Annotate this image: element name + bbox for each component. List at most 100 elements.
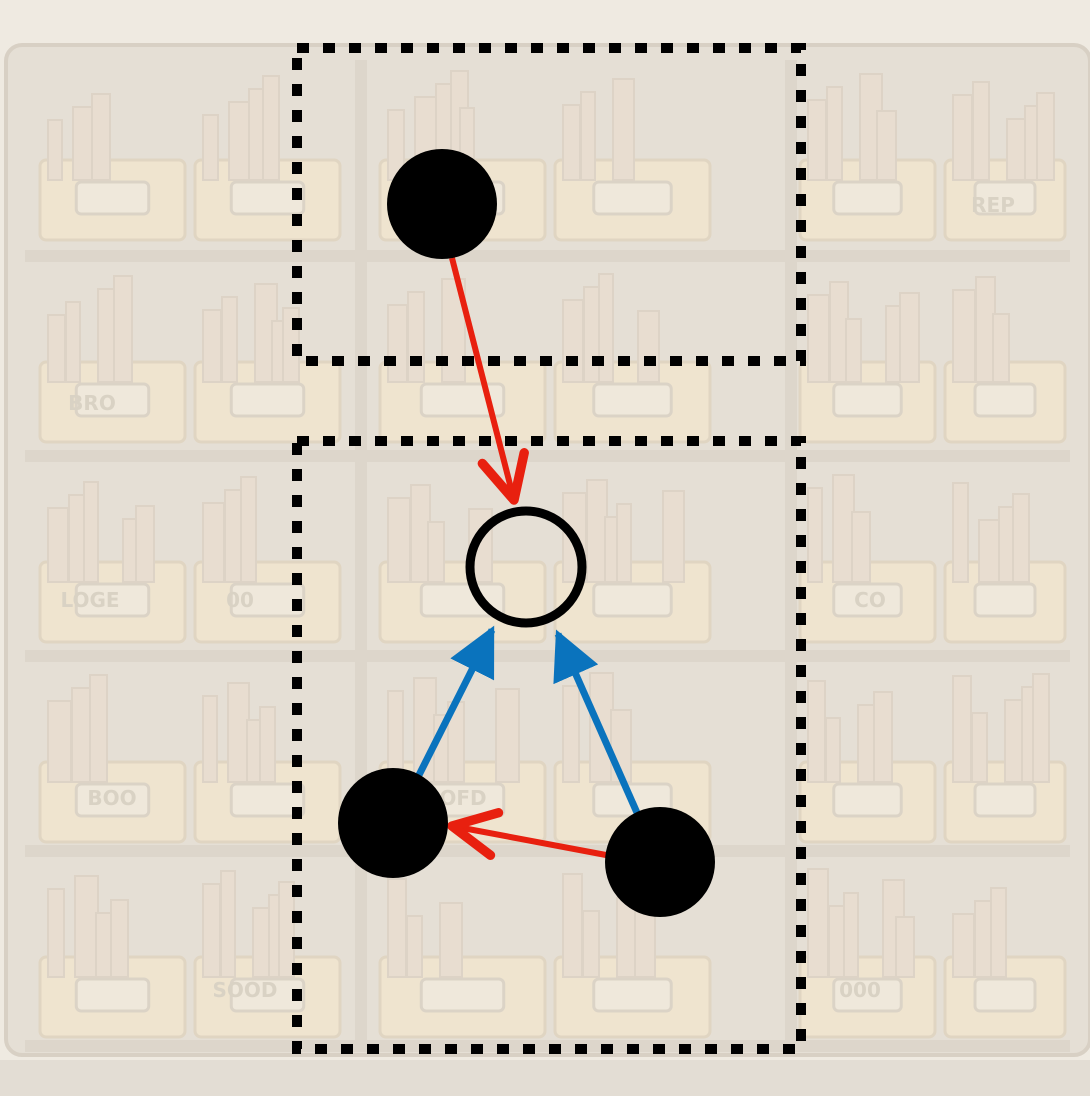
book-spine <box>1032 673 1050 783</box>
book-spine <box>990 887 1007 978</box>
book-spine <box>662 490 685 583</box>
edge-bottom-right-to-bottom-left <box>447 808 607 860</box>
bin-label-plate <box>229 582 306 618</box>
book-spine <box>562 873 583 978</box>
book-spine <box>228 101 252 181</box>
book-spine <box>845 318 862 383</box>
shelf-plank <box>25 650 1070 662</box>
book-spine <box>427 521 445 583</box>
book-spine <box>873 691 893 783</box>
bin-label-plate <box>832 582 903 618</box>
book-spine <box>851 511 871 583</box>
book-spine <box>72 106 95 181</box>
bin-label-plate <box>419 382 506 418</box>
book-spine <box>387 304 408 383</box>
book-spine <box>895 916 915 978</box>
node-middle <box>465 506 587 628</box>
bin-label-text: OFD <box>439 786 486 810</box>
shelf-plank <box>25 450 1070 462</box>
book-spine <box>202 883 221 978</box>
book-spine <box>992 313 1010 383</box>
book-spine <box>240 476 257 583</box>
bin-label-plate <box>74 382 151 418</box>
book-spine <box>83 481 99 583</box>
bin-label-text: SOOD <box>212 978 277 1002</box>
bin-label-plate <box>832 977 903 1013</box>
bin-label-plate <box>229 977 306 1013</box>
bin-label-plate <box>592 582 673 618</box>
upper-dotted-box <box>292 43 806 366</box>
bin-label-plate <box>74 782 151 818</box>
book-spine <box>843 892 859 978</box>
book-spine <box>202 695 218 783</box>
edge-top-to-middle <box>449 257 529 505</box>
book-spine <box>899 292 920 383</box>
book-spine <box>825 717 841 783</box>
book-spine <box>91 93 111 181</box>
book-spine <box>952 913 975 978</box>
book-spine <box>227 682 250 783</box>
bin-label-text: LOGE <box>60 588 119 612</box>
book-spine <box>220 870 236 978</box>
shelf-divider <box>785 60 797 1045</box>
bin-label-plate <box>973 582 1037 618</box>
book-spine <box>202 502 225 583</box>
books-on-shelves <box>47 70 1055 978</box>
book-spine <box>978 519 1002 583</box>
book-spine <box>952 482 969 583</box>
bin-label-plate <box>973 782 1037 818</box>
bin-label-plate <box>592 977 673 1013</box>
book-spine <box>262 75 280 181</box>
book-spine <box>278 881 295 978</box>
book-spine <box>47 700 72 783</box>
bin-label-text: 00 <box>226 588 254 612</box>
bin-label-text: CO <box>854 588 886 612</box>
lower-dotted-box <box>292 436 806 1054</box>
book-spine <box>387 497 411 583</box>
book-spine <box>807 99 827 181</box>
book-spine <box>582 910 600 978</box>
book-spine <box>89 674 108 783</box>
bin-label-plate <box>973 382 1037 418</box>
bin-label-plate <box>973 977 1037 1013</box>
book-spine <box>807 868 829 978</box>
bin-label-plate <box>832 782 903 818</box>
book-spine <box>598 273 614 383</box>
book-spine <box>807 294 830 383</box>
book-spine <box>971 712 988 783</box>
book-spine <box>74 875 99 978</box>
book-spine <box>259 706 276 783</box>
bin-label-plate <box>832 382 903 418</box>
book-spine <box>47 119 63 181</box>
book-spine <box>202 114 219 181</box>
book-spine <box>47 314 66 383</box>
bin-label-plate <box>592 382 673 418</box>
shelf-planks <box>25 60 1070 1052</box>
book-spine <box>562 104 581 181</box>
shelf-plank <box>25 250 1070 262</box>
bin-label-plate <box>229 782 306 818</box>
book-spine <box>135 505 155 583</box>
bin-label-plate <box>74 582 151 618</box>
book-spine <box>807 680 826 783</box>
shelf-divider <box>355 60 367 1045</box>
book-spine <box>110 899 129 978</box>
book-spine <box>580 91 596 181</box>
book-spine <box>807 487 823 583</box>
book-spine <box>876 110 897 181</box>
book-spine <box>47 507 69 583</box>
book-spine <box>387 878 407 978</box>
bin-label-plate <box>229 382 306 418</box>
bin-label-plate <box>973 180 1037 216</box>
book-spine <box>826 86 843 181</box>
bin-label-text: BRO <box>68 391 116 415</box>
book-spine <box>47 888 65 978</box>
book-spine <box>562 299 584 383</box>
book-spine <box>637 310 660 383</box>
book-spine <box>202 309 222 383</box>
book-spine <box>439 902 463 978</box>
book-spine <box>612 78 635 181</box>
book-spine <box>972 81 990 181</box>
book-spine <box>952 675 972 783</box>
bin-label-text: 000 <box>839 978 881 1002</box>
